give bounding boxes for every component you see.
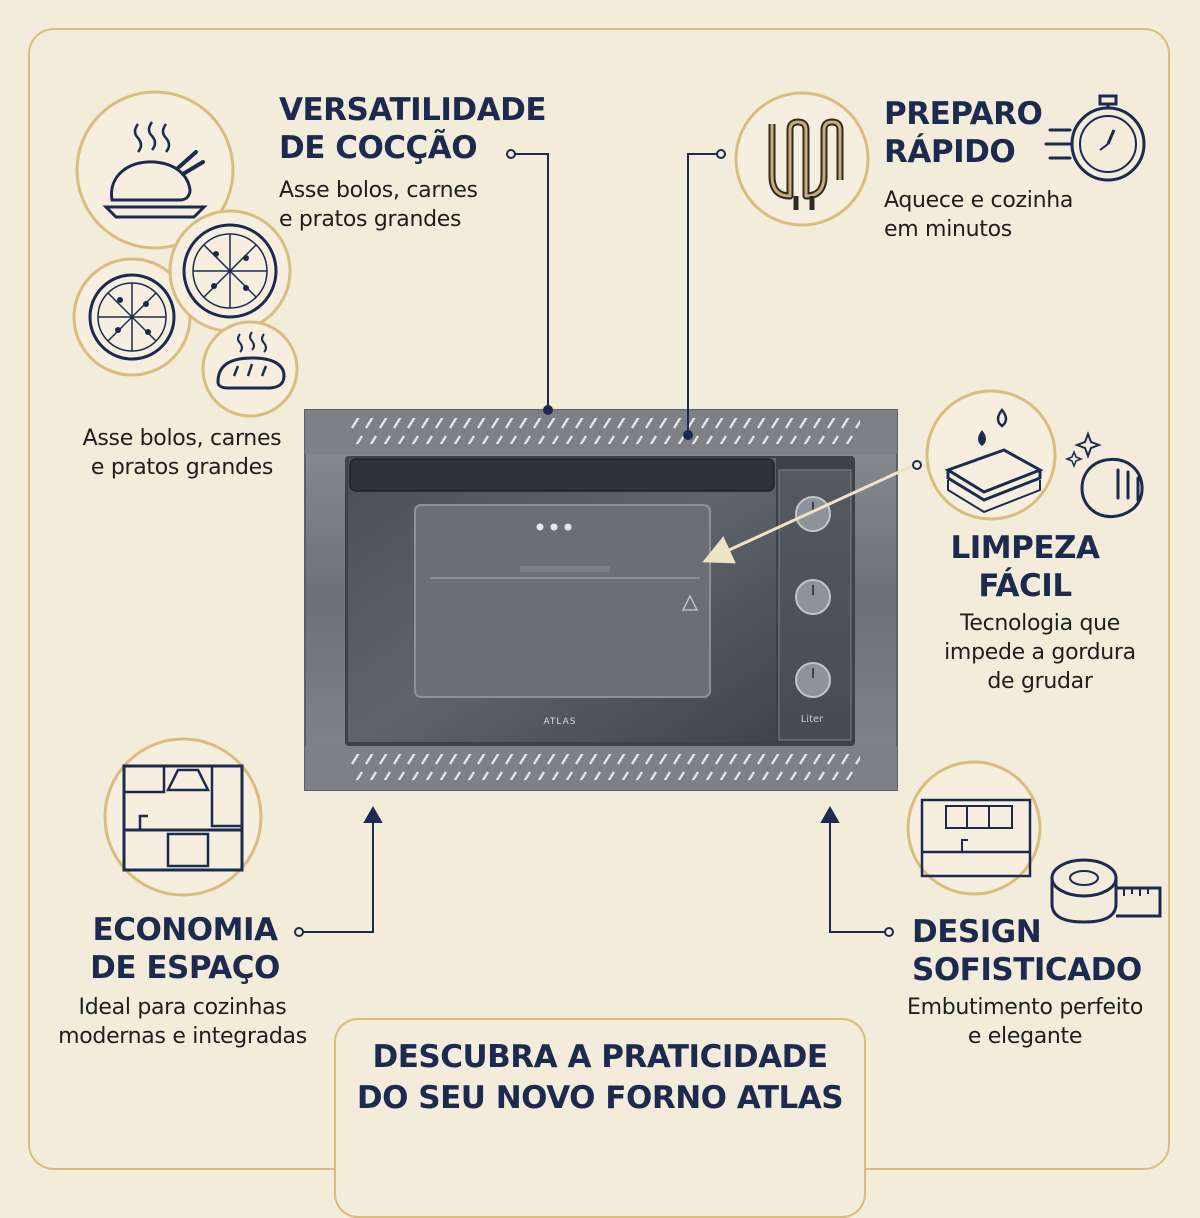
preparo-title: PREPARO RÁPIDO	[884, 95, 1043, 171]
economia-title-line1: ECONOMIA	[92, 912, 278, 948]
economia-title: ECONOMIA DE ESPAÇO	[60, 911, 310, 987]
cta-line2: DO SEU NOVO FORNO ATLAS	[356, 1080, 844, 1116]
bread-icon	[201, 320, 299, 418]
preparo-desc-line1: Aquece e cozinha	[884, 188, 1074, 213]
cta-headline: DESCUBRA A PRATICIDADE DO SEU NOVO FORNO…	[334, 1037, 866, 1119]
easy-clean-layers-icon	[925, 389, 1057, 521]
oven-image: ATLAS Liter	[304, 409, 898, 791]
economia-desc-line1: Ideal para cozinhas	[78, 995, 287, 1020]
side-caption: Asse bolos, carnes e pratos grandes	[52, 424, 312, 482]
design-desc-line1: Embutimento perfeito	[907, 995, 1143, 1020]
versatilidade-title-line1: VERSATILIDADE	[279, 92, 547, 128]
versatilidade-title: VERSATILIDADE DE COCÇÃO	[279, 91, 547, 167]
design-description: Embutimento perfeito e elegante	[885, 993, 1165, 1051]
design-title-line2: SOFISTICADO	[912, 952, 1142, 988]
design-title-line1: DESIGN	[912, 914, 1042, 950]
preparo-desc-line2: em minutos	[884, 217, 1012, 242]
versatilidade-desc-line2: e pratos grandes	[279, 207, 462, 232]
kitchen-icon	[103, 737, 263, 897]
stopwatch-icon	[1044, 94, 1146, 182]
versatilidade-title-line2: DE COCÇÃO	[279, 130, 478, 166]
fitted-kitchen-icon	[906, 760, 1042, 896]
limpeza-title: LIMPEZA FÁCIL	[925, 529, 1125, 605]
measuring-tape-icon	[1050, 858, 1162, 924]
versatilidade-description: Asse bolos, carnes e pratos grandes	[279, 176, 478, 234]
limpeza-title-line2: FÁCIL	[978, 568, 1072, 604]
versatilidade-desc-line1: Asse bolos, carnes	[279, 178, 478, 203]
sparkle-hand-icon	[1064, 431, 1144, 518]
limpeza-description: Tecnologia que impede a gordura de gruda…	[920, 609, 1160, 696]
economia-desc-line2: modernas e integradas	[58, 1024, 307, 1049]
connector-lines	[294, 149, 922, 937]
oven-brand-text: ATLAS	[543, 717, 576, 727]
preparo-title-line2: RÁPIDO	[884, 134, 1016, 170]
limpeza-title-line1: LIMPEZA	[950, 530, 1100, 566]
cta-box	[334, 1018, 866, 1218]
limpeza-desc-line1: Tecnologia que	[959, 611, 1121, 636]
oven-panel-mark: Liter	[801, 714, 824, 725]
economia-title-line2: DE ESPAÇO	[90, 950, 280, 986]
design-title: DESIGN SOFISTICADO	[912, 913, 1142, 989]
side-caption-line2: e pratos grandes	[90, 455, 274, 480]
preparo-title-line1: PREPARO	[884, 96, 1043, 132]
economia-description: Ideal para cozinhas modernas e integrada…	[40, 993, 325, 1051]
limpeza-desc-line3: de grudar	[987, 669, 1093, 694]
clean-glass-arrow	[702, 464, 913, 564]
cta-line1: DESCUBRA A PRATICIDADE	[372, 1039, 829, 1075]
preparo-description: Aquece e cozinha em minutos	[884, 186, 1073, 244]
limpeza-desc-line2: impede a gordura	[944, 640, 1136, 665]
pizza-icon	[168, 209, 292, 333]
heating-element-icon	[734, 91, 870, 227]
design-desc-line2: e elegante	[967, 1024, 1083, 1049]
side-caption-line1: Asse bolos, carnes	[82, 426, 282, 451]
roast-chicken-icon	[75, 90, 235, 250]
